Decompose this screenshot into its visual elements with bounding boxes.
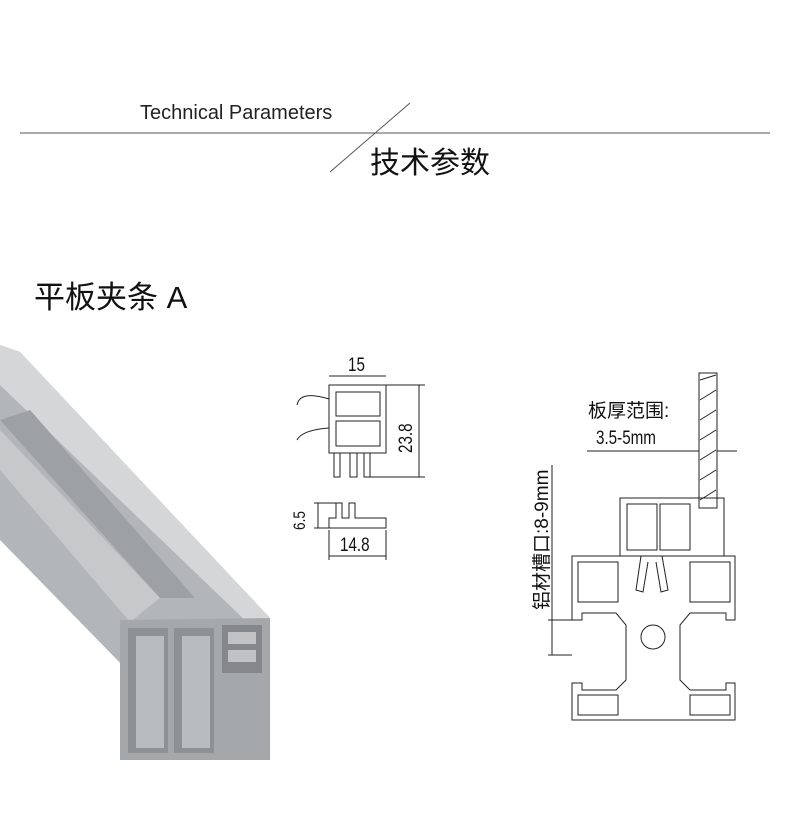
panel-thickness-value: 3.5-5mm [596, 428, 656, 449]
dim-clip-width: 15 [348, 355, 365, 376]
product-name: 平板夹条 A [34, 280, 188, 315]
header-slash [329, 102, 411, 173]
dim-base-height: 6.5 [290, 511, 309, 530]
title-chinese: 技术参数 [370, 147, 490, 180]
panel-thickness-label: 板厚范围: [588, 401, 670, 422]
product-render [0, 345, 270, 760]
slot-size-label: 铝材槽口:8-9mm [532, 469, 553, 610]
assembly-drawing [548, 372, 737, 721]
dim-base-width: 14.8 [340, 535, 370, 556]
title-english: Technical Parameters [140, 102, 333, 124]
dim-clip-height: 23.8 [396, 423, 417, 453]
clip-section-drawing [296, 375, 425, 560]
